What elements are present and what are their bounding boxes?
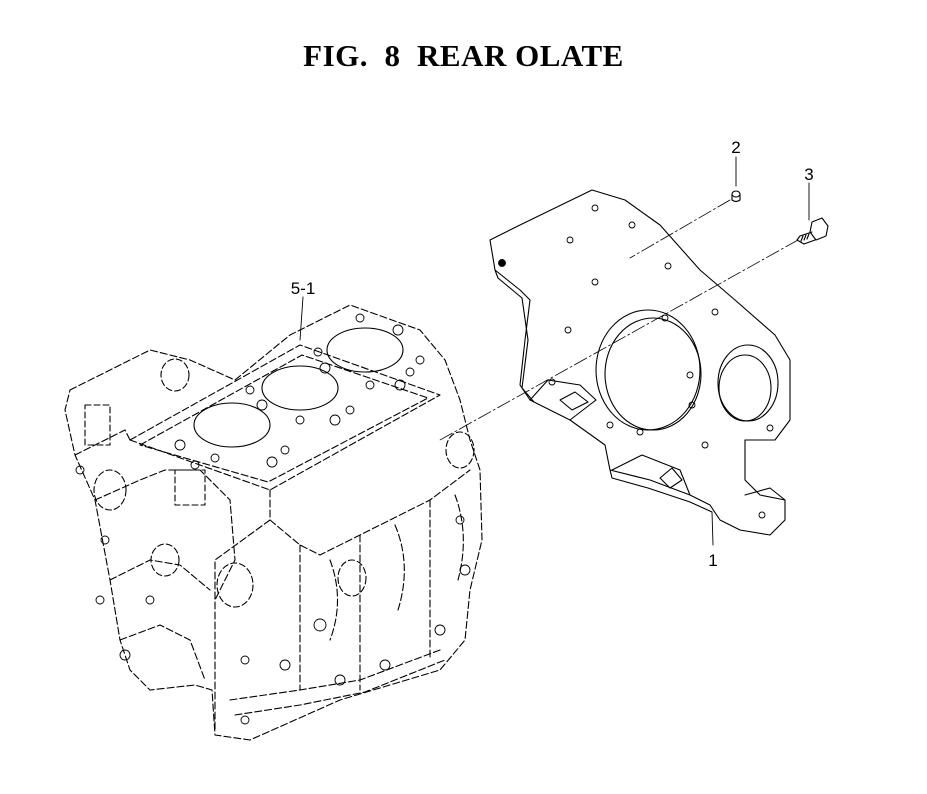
leader-lines (299, 156, 810, 546)
figure-title: FIG. 8 REAR OLATE (303, 38, 624, 73)
assembly-centerlines (439, 199, 799, 441)
bolt-part-3 (796, 217, 829, 245)
callout-3: 3 (804, 165, 813, 184)
callout-1: 1 (708, 551, 717, 570)
callout-2: 2 (731, 138, 740, 157)
cylinder-block (64, 304, 483, 741)
block-bolt-holes (75, 465, 471, 725)
rear-plate (489, 189, 791, 536)
callout-5-1: 5-1 (291, 279, 316, 298)
cylinder-bores (193, 327, 404, 448)
rear-plate-holes (498, 204, 774, 519)
deck-holes (174, 313, 425, 470)
pin-part-2 (731, 190, 741, 203)
block-side-details (84, 358, 475, 608)
